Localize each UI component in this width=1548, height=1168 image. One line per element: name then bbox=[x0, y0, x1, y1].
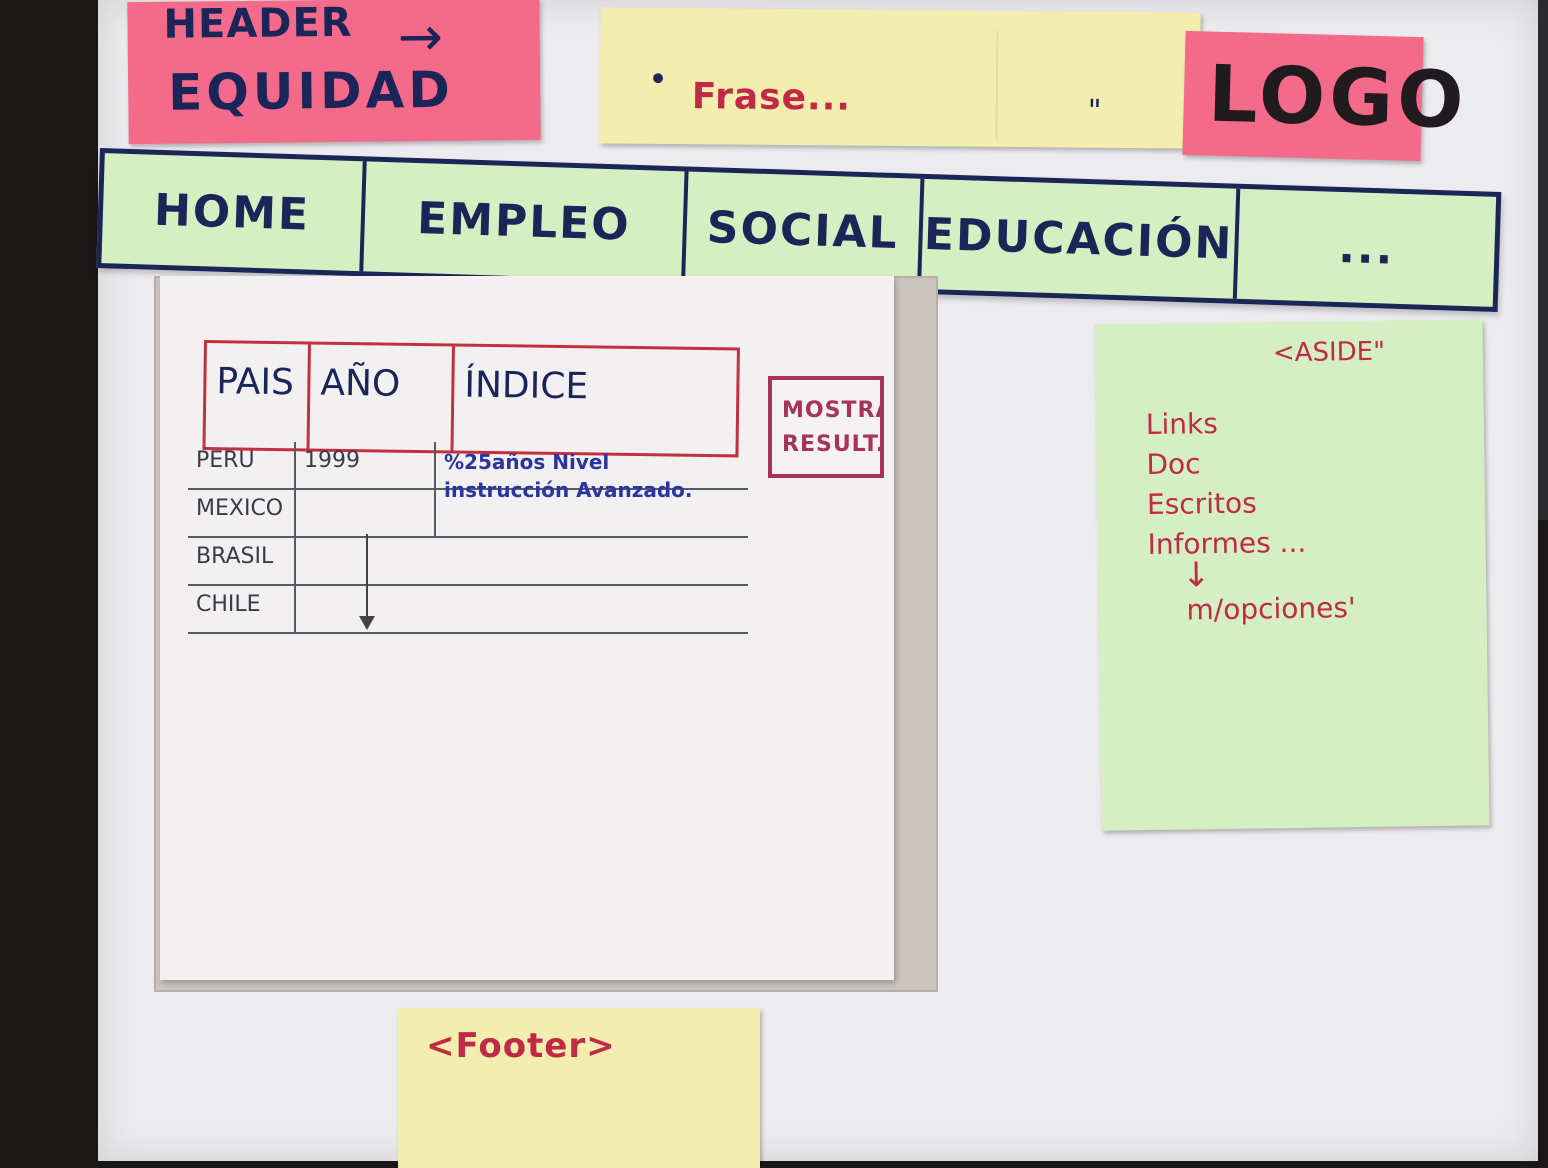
nav-item-social[interactable]: SOCIAL bbox=[685, 171, 925, 289]
close-quote-icon: " bbox=[1087, 93, 1102, 129]
aside-link-escritos[interactable]: Escritos bbox=[1146, 486, 1257, 522]
footer: <Footer> bbox=[398, 1008, 760, 1168]
cell-indice bbox=[436, 586, 726, 632]
note-seam bbox=[995, 30, 999, 141]
logo-text: LOGO bbox=[1206, 49, 1469, 147]
cell-pais: PERU bbox=[188, 442, 296, 488]
aside-list: Links Doc Escritos Informes ... bbox=[1146, 406, 1307, 568]
footer-label: <Footer> bbox=[426, 1026, 616, 1066]
show-results-button[interactable]: MOSTRAR RESULT... bbox=[768, 376, 884, 478]
cell-pais: MEXICO bbox=[188, 490, 296, 536]
table-header: PAIS AÑO ÍNDICE bbox=[202, 340, 740, 458]
header-label: HEADER bbox=[163, 0, 353, 48]
main-content: PAIS AÑO ÍNDICE PERU 1999 %25años Nivel … bbox=[160, 276, 894, 980]
cell-pais: BRASIL bbox=[188, 538, 296, 584]
column-header-pais: PAIS bbox=[205, 343, 311, 449]
nav-item-empleo[interactable]: EMPLEO bbox=[363, 161, 689, 282]
arrow-down-icon bbox=[359, 534, 375, 630]
aside-title: <ASIDE" bbox=[1272, 336, 1386, 369]
cell-indice bbox=[436, 538, 726, 584]
cell-anio: 1999 bbox=[296, 442, 436, 488]
nav-item-educacion[interactable]: EDUCACIÓN bbox=[920, 178, 1241, 299]
site-title: EQUIDAD bbox=[167, 60, 455, 122]
aside-link-links[interactable]: Links bbox=[1145, 407, 1219, 442]
table-row[interactable]: BRASIL bbox=[188, 538, 748, 586]
logo[interactable]: LOGO bbox=[1182, 30, 1469, 162]
cell-pais: CHILE bbox=[188, 586, 296, 632]
arrow-down-icon: ↓ bbox=[1181, 555, 1211, 596]
column-header-anio: AÑO bbox=[309, 344, 455, 451]
phrase-strip: • Frase... " bbox=[599, 7, 1201, 149]
nav-item-home[interactable]: HOME bbox=[101, 153, 367, 272]
table-row[interactable]: CHILE bbox=[188, 586, 748, 634]
open-quote-icon: • bbox=[647, 59, 669, 100]
aside-link-doc[interactable]: Doc bbox=[1146, 447, 1201, 482]
aside-link-informes[interactable]: Informes ... bbox=[1147, 525, 1307, 562]
arrow-right-icon: → bbox=[397, 4, 444, 69]
table-body: PERU 1999 %25años Nivel instrucción Avan… bbox=[188, 442, 748, 634]
cell-indice bbox=[436, 490, 726, 536]
phrase-text: Frase... bbox=[691, 76, 852, 119]
cell-anio bbox=[296, 490, 436, 536]
aside-sub-options[interactable]: m/opciones' bbox=[1186, 591, 1356, 627]
table-row[interactable]: MEXICO bbox=[188, 490, 748, 538]
nav-item-more[interactable]: ... bbox=[1337, 221, 1396, 275]
column-header-indice: ÍNDICE bbox=[464, 364, 589, 408]
aside: <ASIDE" Links Doc Escritos Informes ... … bbox=[1094, 319, 1490, 831]
table-row[interactable]: PERU 1999 %25años Nivel instrucción Avan… bbox=[188, 442, 748, 502]
cell-indice: %25años Nivel instrucción Avanzado. bbox=[444, 450, 693, 502]
header-note: HEADER → EQUIDAD bbox=[127, 0, 541, 145]
